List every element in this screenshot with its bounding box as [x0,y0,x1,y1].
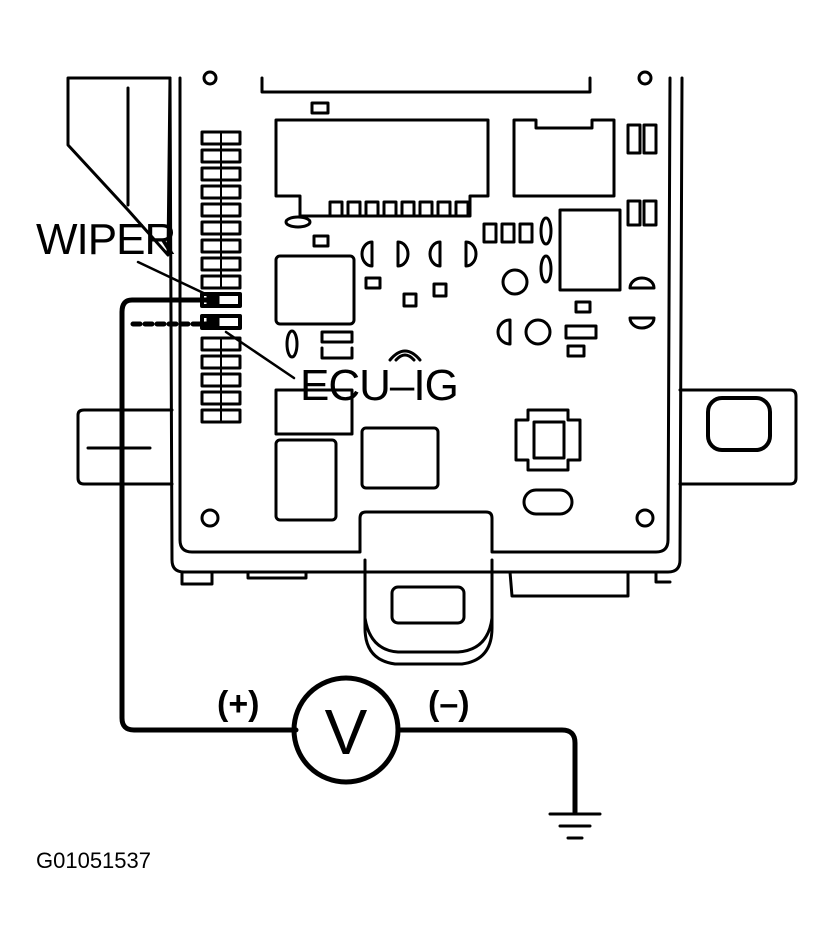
fuse-column [200,130,242,424]
positive-terminal-label: (+) [217,685,260,723]
left-mounting-bracket [66,76,174,486]
junction-block-body [168,70,684,574]
negative-test-lead [395,727,578,815]
positive-test-lead [119,297,299,733]
figure-code: G01051537 [36,848,151,873]
ecu-ig-leader-line [224,330,296,380]
voltmeter [291,675,401,785]
voltmeter-symbol: V [325,696,368,768]
ground-symbol [548,812,602,840]
wiper-leader-line [136,260,216,300]
right-mounting-bracket [678,388,798,486]
bottom-connector [180,558,672,666]
internal-components [274,101,658,522]
wiper-label: WIPER [36,215,175,264]
ecu-ig-label: ECU–IG [300,361,458,410]
negative-terminal-label: (–) [428,685,470,723]
